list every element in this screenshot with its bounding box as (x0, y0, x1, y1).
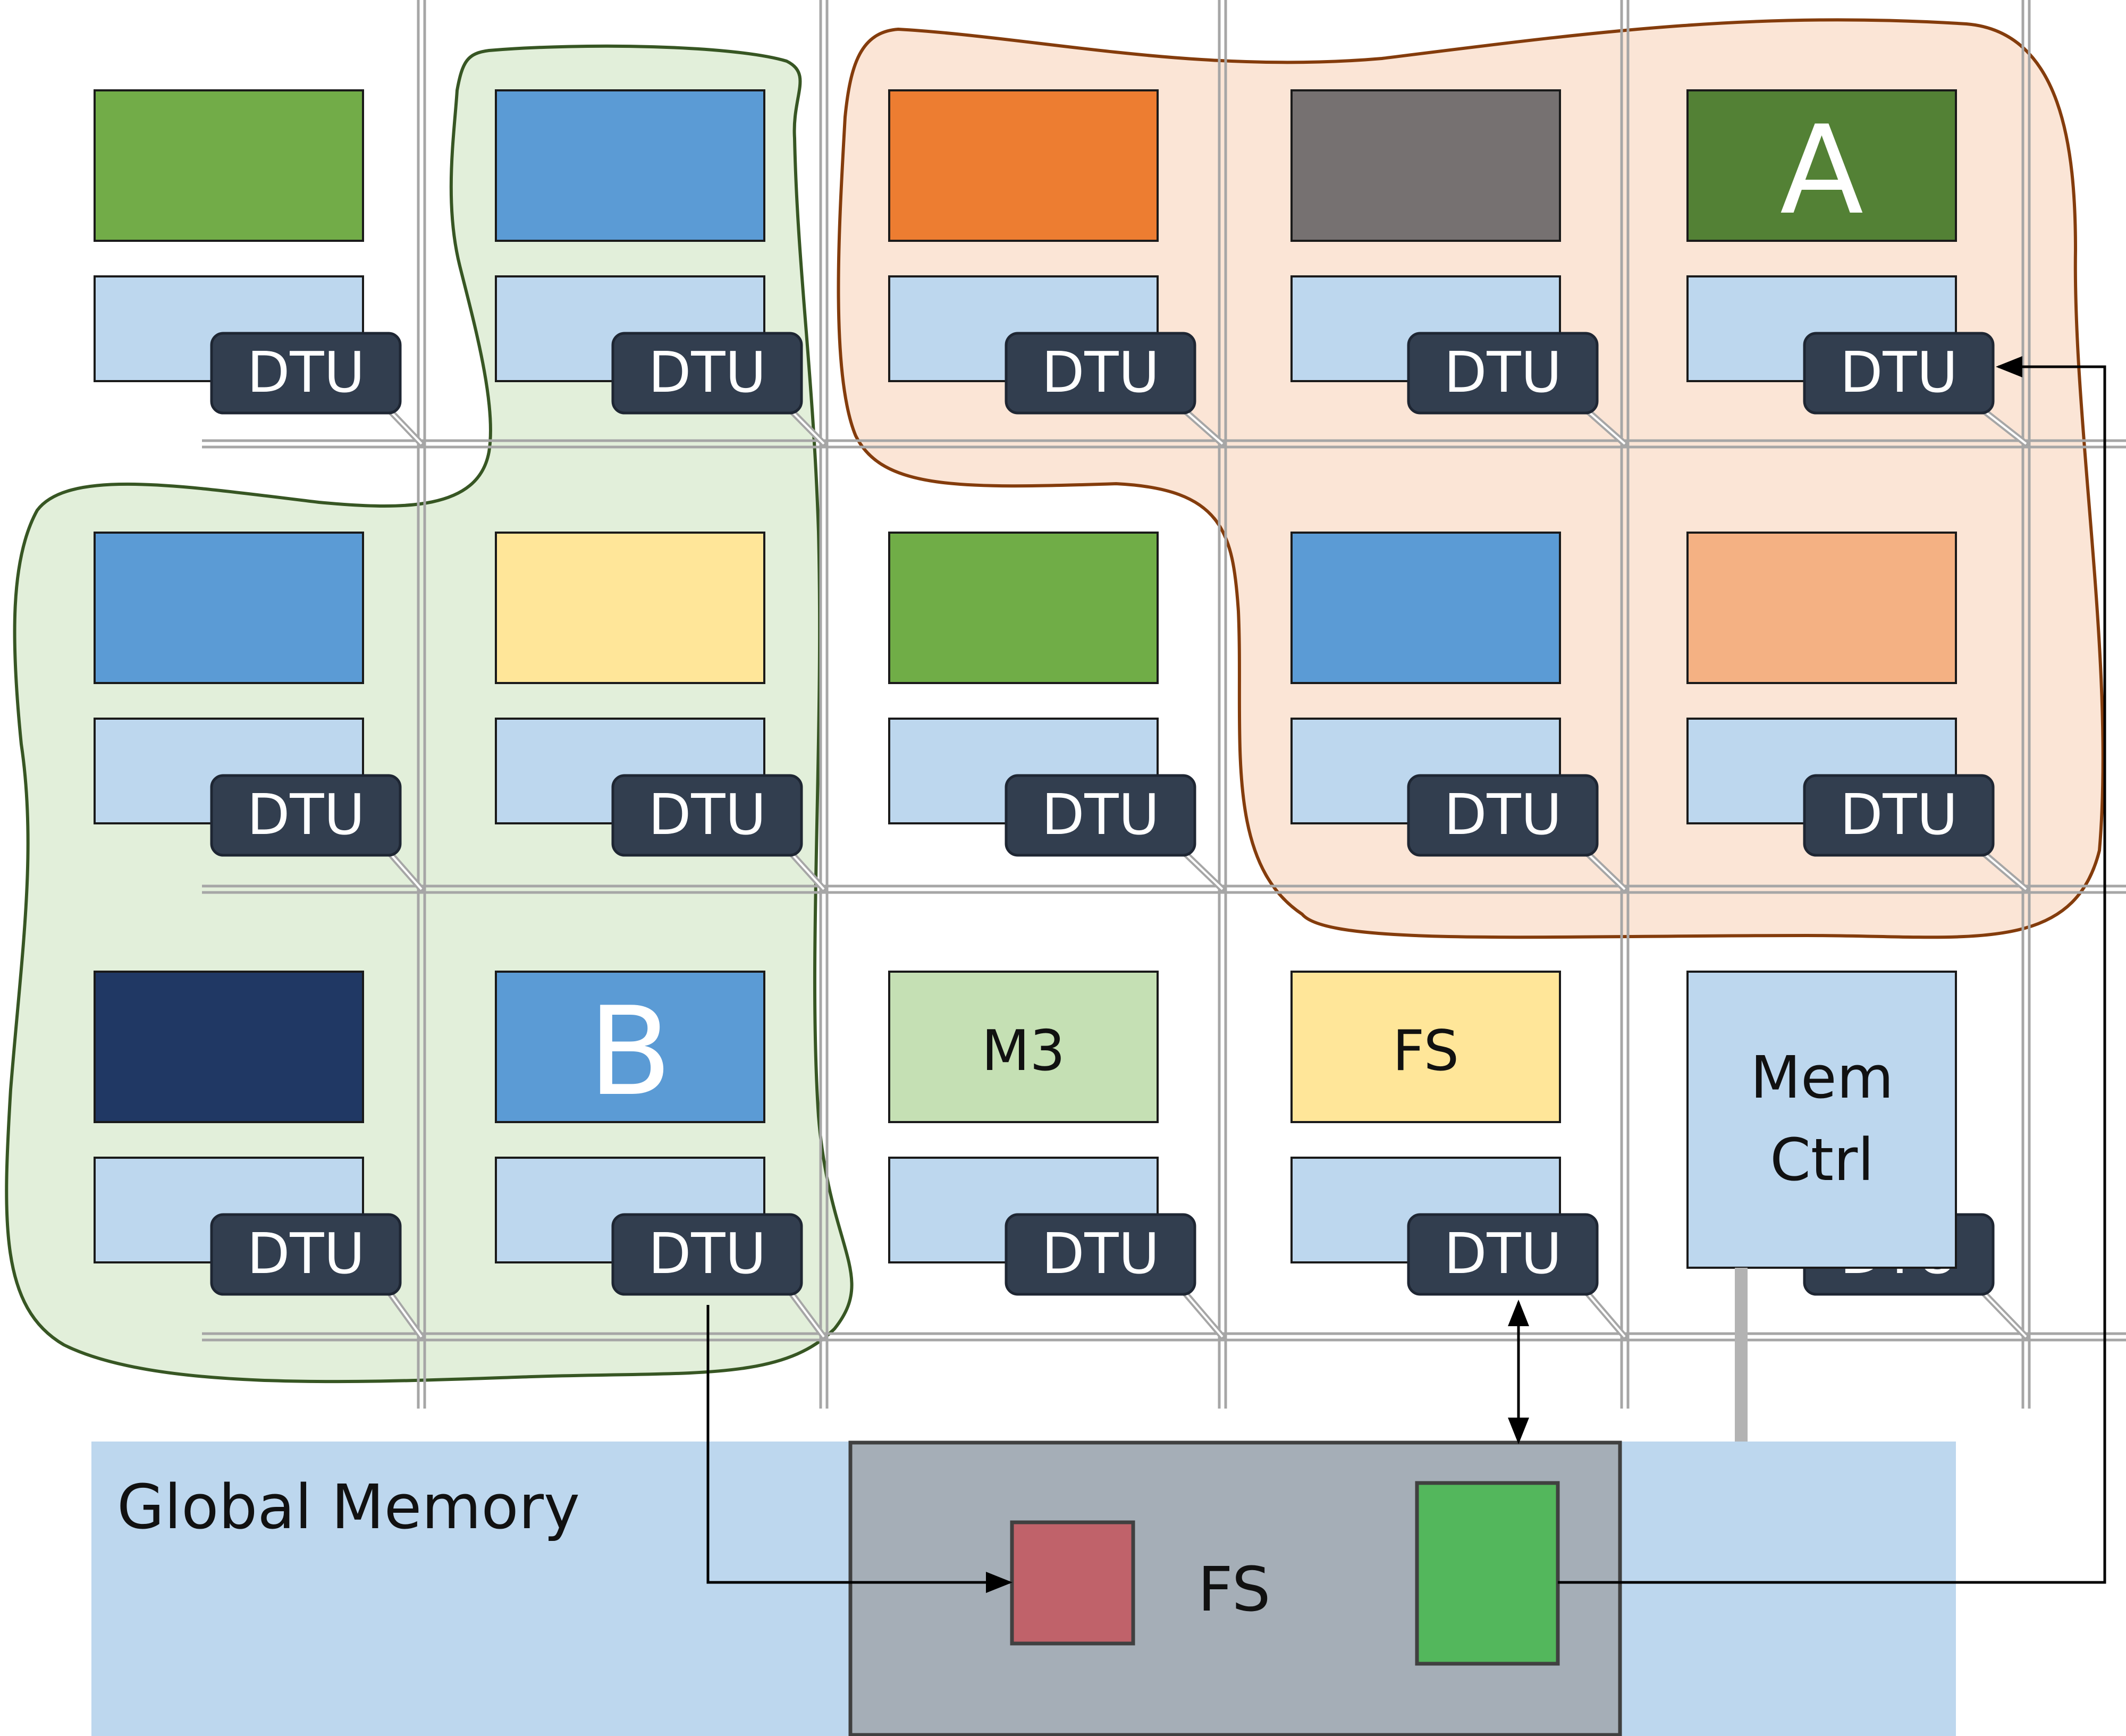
group-a-region (837, 18, 2105, 939)
core-box (888, 89, 1159, 242)
dtu-connector-inner (787, 849, 825, 890)
core-box (1686, 89, 1957, 242)
tile: B DTU (495, 971, 827, 1340)
dtu-box (1803, 332, 1995, 415)
dtu-label: DTU (1840, 340, 1958, 405)
dtu-box (611, 774, 803, 857)
core-box (888, 971, 1159, 1123)
dtu-connector-inner (1979, 1288, 2027, 1338)
dtu-label: DTU (648, 1221, 766, 1286)
fs-red-block (1010, 1520, 1135, 1646)
dtu-label: DTU (247, 1221, 365, 1286)
dtu-label: DTU (1042, 340, 1160, 405)
global-memory-label: Global Memory (117, 1472, 580, 1543)
tile: FS DTU (1290, 971, 1628, 1340)
core-label: A (1780, 100, 1863, 242)
mem-ctrl-tile: Mem Ctrl (1686, 971, 1957, 1269)
tile: DTU (1686, 532, 2029, 892)
tile: DTU (495, 532, 827, 892)
core-box (94, 89, 364, 242)
core-box (888, 532, 1159, 684)
tile: A DTU (1686, 89, 2029, 447)
dtu-connector-inner (1180, 407, 1224, 445)
dtu-label: DTU (1444, 782, 1562, 847)
core-box (94, 971, 364, 1123)
dtu-connector-inner (1583, 1288, 1626, 1338)
mem-ctrl-box (1686, 971, 1957, 1269)
dtu-label: DTU (1042, 1221, 1160, 1286)
dtu-connector-inner (1583, 407, 1626, 445)
tile: DTU (888, 89, 1226, 447)
dtu-box (611, 332, 803, 415)
core-box (1290, 89, 1561, 242)
dtu-connector-inner (1180, 1288, 1224, 1338)
mem-ctrl-label-line1: Mem (1750, 1043, 1894, 1111)
dtu-label: DTU (1444, 340, 1562, 405)
mem-ctrl-label-line2: Ctrl (1770, 1126, 1874, 1194)
dtu-box (1803, 774, 1995, 857)
arrow-fs-green-block-to-a-dtu (1558, 356, 2106, 1584)
dtu-connector-inner (787, 407, 825, 445)
core-label: B (588, 981, 672, 1123)
dtu-connector-inner (386, 849, 423, 890)
tile: DTU (888, 532, 1226, 892)
dtu-box (1407, 1213, 1599, 1296)
dtu-connector-inner (386, 407, 423, 445)
fs-memory-label: FS (1197, 1554, 1270, 1625)
tile: DTU (1290, 89, 1628, 447)
tile: DTU (94, 971, 425, 1340)
dtu-label: DTU (1444, 1221, 1562, 1286)
core-box (1686, 532, 1957, 684)
dtu-box (1407, 774, 1599, 857)
core-box (495, 89, 765, 242)
global-memory: Global Memory FS (91, 1440, 1956, 1736)
dtu-label: DTU (648, 782, 766, 847)
dtu-box (210, 1213, 402, 1296)
dtu-label: DTU (1840, 782, 1958, 847)
dtu-box (1005, 1213, 1196, 1296)
tile: DTU (94, 532, 425, 892)
dtu-label: DTU (247, 340, 365, 405)
dtu-box (1005, 332, 1196, 415)
dtu-connector-inner (1979, 407, 2027, 445)
core-box (1290, 532, 1561, 684)
network-grid (202, 0, 2126, 1409)
tile: DTU (1290, 532, 1628, 892)
dtu-box (210, 332, 402, 415)
core-box (1290, 971, 1561, 1123)
dtu-connector-inner (787, 1288, 825, 1338)
dtu-label: DTU (1042, 782, 1160, 847)
dtu-box (611, 1213, 803, 1296)
core-box (495, 532, 765, 684)
tile: DTU (94, 89, 425, 447)
dtu-connector-inner (1979, 849, 2027, 890)
dtu-connector-inner (1583, 849, 1626, 890)
dtu-box (1005, 774, 1196, 857)
dtu-box (210, 774, 402, 857)
core-label: FS (1393, 1018, 1459, 1083)
dtu-label: DTU (648, 340, 766, 405)
core-box (94, 532, 364, 684)
dtu-box (1407, 332, 1599, 415)
core-box (495, 971, 765, 1123)
core-label: M3 (982, 1018, 1065, 1083)
arrow-b-dtu-to-fs-red-block (706, 1305, 1013, 1593)
tile: DTU (495, 89, 827, 447)
dtu-connector-inner (386, 1288, 423, 1338)
fs-green-block (1415, 1481, 1560, 1666)
dtu-connector-inner (1180, 849, 1224, 890)
mem-ctrl-link (1735, 1268, 1748, 1442)
dtu-label: DTU (247, 782, 365, 847)
